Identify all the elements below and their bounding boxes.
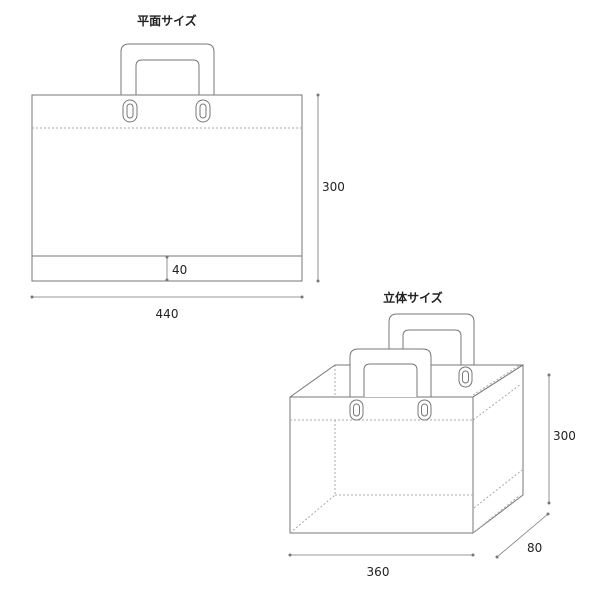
flat-bottom-dim-end-top	[165, 255, 169, 259]
flat-handle-hole-left-inner	[126, 103, 134, 119]
box-depth-dim-end-front	[495, 555, 499, 559]
box-front-panel	[289, 396, 474, 534]
box-front-handle-inner	[363, 363, 418, 397]
box-back-hole-right-inner	[462, 370, 469, 384]
flat-bag-body	[31, 94, 303, 282]
box-width-dim-end-right	[471, 553, 475, 557]
box-height-dim-end-bottom	[547, 501, 551, 505]
box-depth-dimension-line	[496, 513, 549, 558]
flat-height-label: 300	[322, 180, 345, 194]
box-depth-dim-end-back	[546, 512, 550, 516]
box-back-hole-right	[458, 366, 473, 388]
box-depth-label: 80	[527, 541, 542, 555]
flat-view-title: 平面サイズ	[137, 13, 197, 28]
flat-handle-hole-right-inner	[199, 103, 207, 119]
box-width-label: 360	[367, 565, 390, 579]
flat-width-dim-end-right	[300, 295, 304, 299]
box-front-handle-outer	[349, 348, 432, 397]
box-side-seam	[472, 383, 522, 421]
box-width-dim-end-left	[288, 553, 292, 557]
flat-height-dim-end-top	[316, 93, 320, 97]
flat-width-dim-end-left	[30, 295, 34, 299]
box-side-fold-line	[472, 364, 521, 396]
box-front-hole-left-inner	[353, 403, 360, 417]
box-front-hole-right	[417, 399, 432, 421]
box-front-hole-left	[349, 399, 364, 421]
box-front-inner-diagonal	[289, 494, 336, 534]
flat-bottom-dim-end-bottom	[165, 278, 169, 282]
box-height-label: 300	[553, 429, 576, 443]
box-view-title: 立体サイズ	[383, 290, 443, 305]
flat-height-dim-end-bottom	[316, 279, 320, 283]
box-top-edge-left	[289, 364, 336, 398]
box-back-handle-inner	[402, 329, 462, 365]
flat-handle-hole-left	[122, 99, 138, 123]
flat-bottom-label: 40	[172, 263, 187, 277]
flat-handle-outer	[120, 43, 215, 95]
flat-width-label: 440	[156, 307, 179, 321]
box-view: 立体サイズ	[288, 290, 576, 579]
flat-handle-inner	[135, 59, 200, 95]
box-front-hole-right-inner	[421, 403, 428, 417]
box-back-handle-outer	[388, 313, 475, 365]
flat-handle-hole-right	[195, 99, 211, 123]
box-height-dim-end-top	[547, 373, 551, 377]
flat-view: 平面サイズ 40 300 440	[30, 13, 345, 321]
